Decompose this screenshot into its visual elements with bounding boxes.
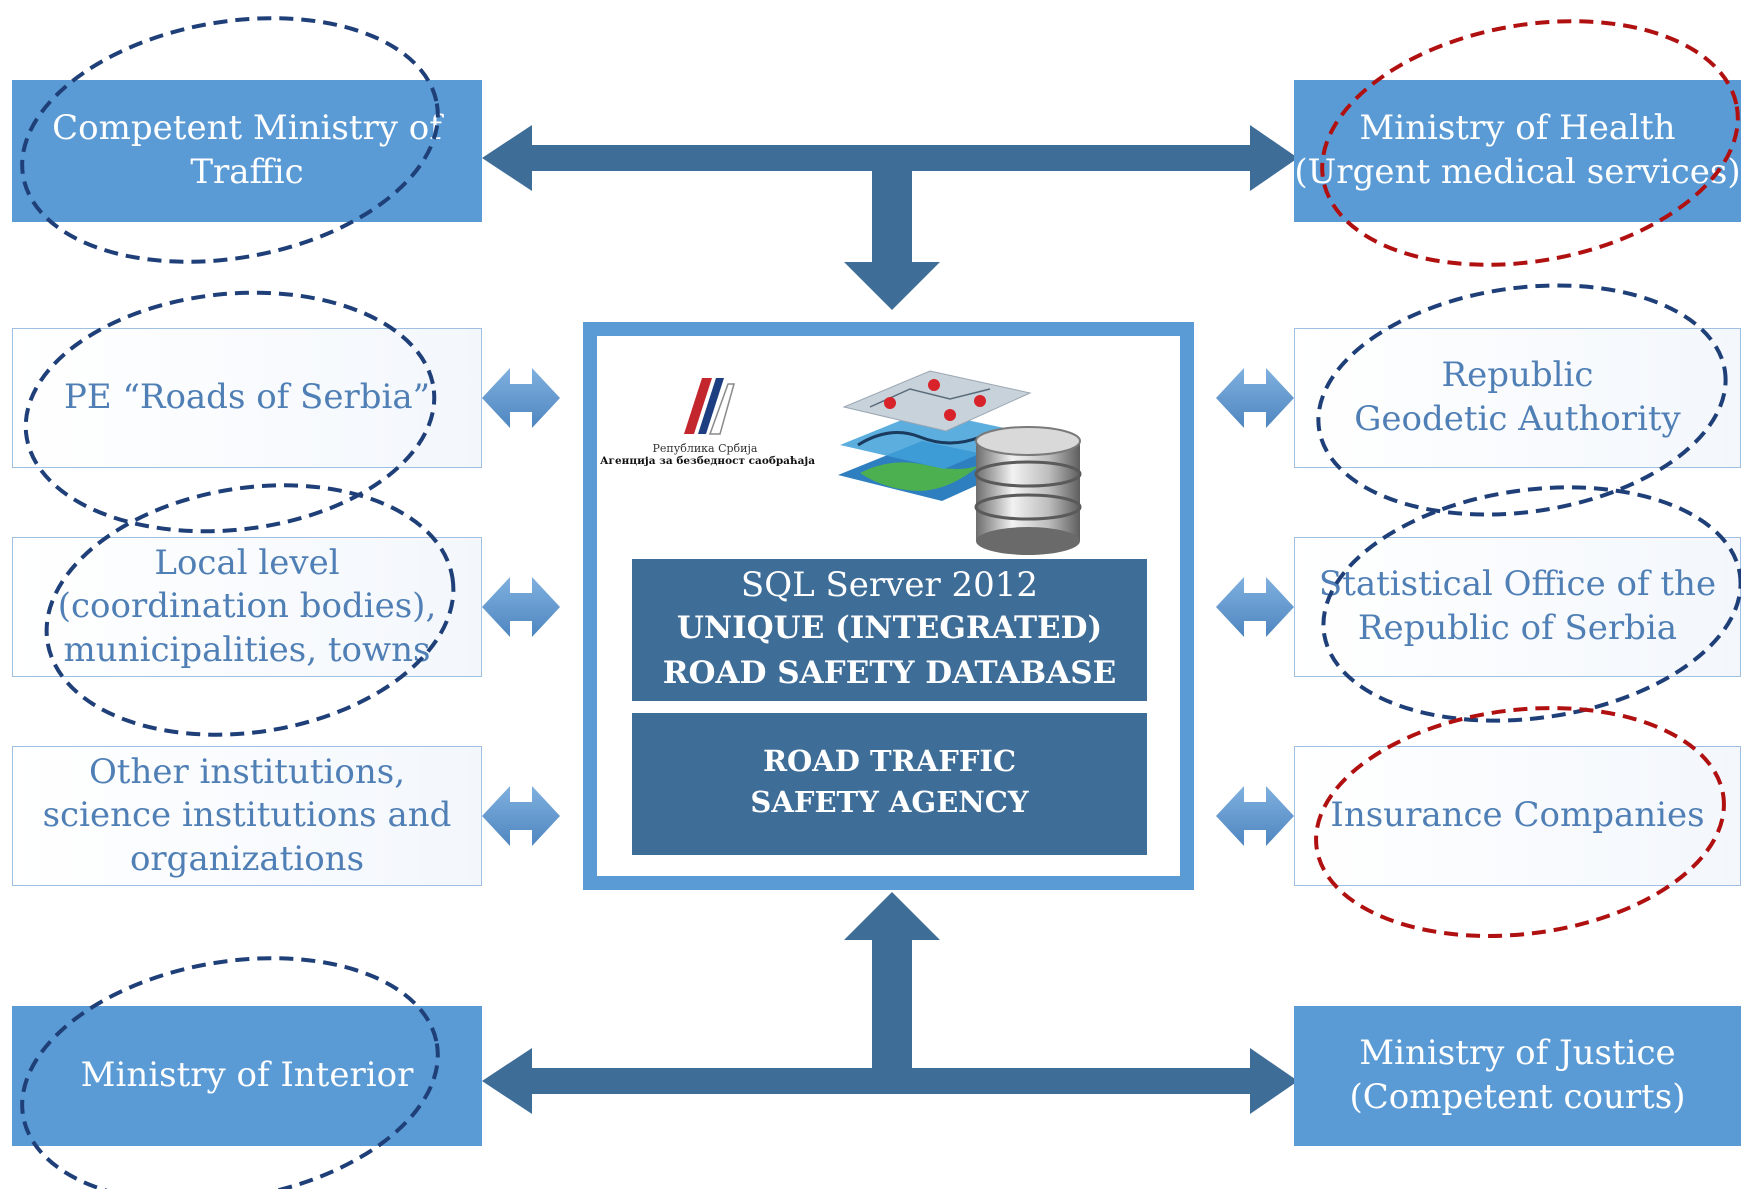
box-ministry-health: Ministry of Health (Urgent medical servi… [1294, 80, 1741, 222]
db-line1: UNIQUE (INTEGRATED) [676, 610, 1103, 647]
box-ministry-justice-label: Ministry of Justice (Competent courts) [1349, 1033, 1686, 1117]
box-insurance-label: Insurance Companies [1330, 795, 1705, 836]
side-arrow-left-1 [482, 368, 560, 428]
box-statistical-office: Statistical Office of the Republic of Se… [1294, 537, 1741, 677]
box-roads-serbia: PE “Roads of Serbia” [12, 328, 482, 468]
agency-line1: ROAD TRAFFIC [762, 744, 1017, 778]
database-cylinder-icon [974, 426, 1082, 555]
box-ministry-interior-label: Ministry of Interior [80, 1055, 414, 1096]
side-arrow-right-3 [1216, 786, 1294, 846]
side-arrow-right-1 [1216, 368, 1294, 428]
db-line2: ROAD SAFETY DATABASE [662, 655, 1117, 692]
box-local-level: Local level (coordination bodies), munic… [12, 537, 482, 677]
box-other-institutions-label: Other institutions, science institutions… [42, 751, 452, 879]
box-statistical-office-label: Statistical Office of the Republic of Se… [1318, 564, 1717, 648]
box-ministry-interior: Ministry of Interior [12, 1006, 482, 1146]
agency-box: ROAD TRAFFIC SAFETY AGENCY [632, 713, 1147, 855]
top-down-arrow [844, 171, 940, 310]
logo-line2: Агенција за безбедност саобраћаја [600, 455, 816, 467]
side-arrow-right-2 [1216, 577, 1294, 637]
box-ministry-traffic: Competent Ministry of Traffic [12, 80, 482, 222]
box-ministry-health-label: Ministry of Health (Urgent medical servi… [1294, 108, 1741, 192]
box-geodetic-authority-label: Republic Geodetic Authority [1354, 355, 1681, 439]
logo-line1: Република Србија [652, 442, 758, 455]
bottom-double-arrow [482, 1048, 1298, 1114]
agency-logo-icon [684, 378, 735, 435]
agency-line2: SAFETY AGENCY [750, 784, 1029, 819]
agency-logo: Република Србија Агенција за безбедност … [600, 370, 816, 480]
db-title: SQL Server 2012 [740, 564, 1039, 605]
top-double-arrow [482, 125, 1298, 191]
side-arrow-left-2 [482, 577, 560, 637]
box-roads-serbia-label: PE “Roads of Serbia” [63, 377, 431, 418]
map-database-illustration [838, 370, 1082, 555]
box-ministry-traffic-label: Competent Ministry of Traffic [52, 108, 442, 192]
side-arrow-left-3 [482, 786, 560, 846]
box-local-level-label: Local level (coordination bodies), munic… [57, 542, 437, 670]
box-other-institutions: Other institutions, science institutions… [12, 746, 482, 886]
box-geodetic-authority: Republic Geodetic Authority [1294, 328, 1741, 468]
database-box: SQL Server 2012 UNIQUE (INTEGRATED) ROAD… [632, 559, 1147, 701]
box-ministry-justice: Ministry of Justice (Competent courts) [1294, 1006, 1741, 1146]
bottom-up-arrow [844, 892, 940, 1068]
box-insurance: Insurance Companies [1294, 746, 1741, 886]
